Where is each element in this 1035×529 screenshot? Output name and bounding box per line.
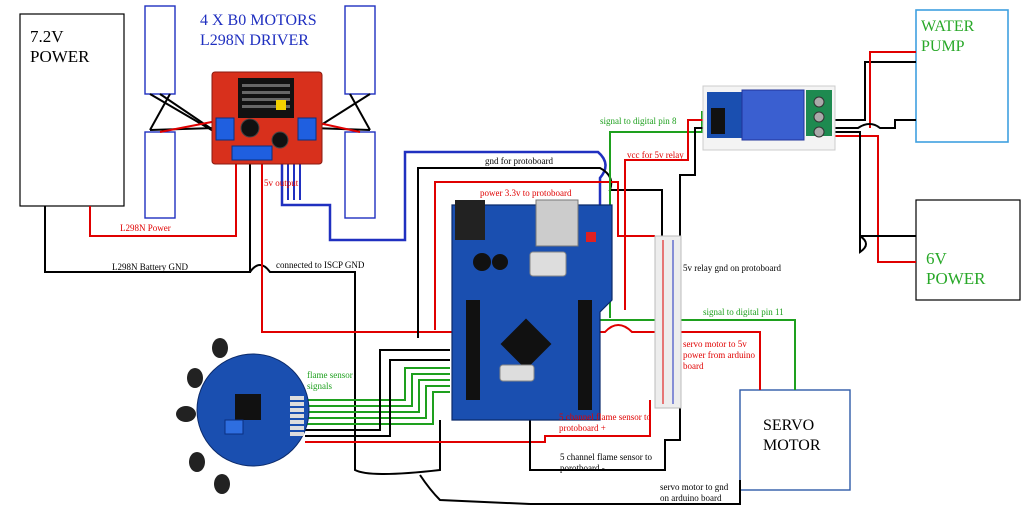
motor-top-left [144,5,176,95]
arduino-board [451,199,613,421]
power-6v-box [915,199,1021,301]
protoboard [654,235,682,409]
label-l298n-gnd: L298N Battery GND [112,262,188,272]
label-5v-output: 5v output [264,178,299,188]
power-7-2v-label-1: 7.2V [30,27,64,46]
flame-sensor-module [176,338,310,494]
label-signal-pin8: signal to digital pin 8 [600,116,677,126]
label-power-33: power 3.3v to protoboard [480,188,572,198]
label-servo-5v-1: servo motor to 5v [683,339,747,349]
motor-top-right [344,5,376,95]
wire-labels: L298N Power L298N Battery GND connected … [112,116,784,503]
label-flame-signals-1: flame sensor [307,370,353,380]
water-pump-box [915,9,1009,143]
wires [44,51,916,505]
label-flame-plus-2: protoboard + [559,423,606,433]
water-pump-label-2: PUMP [921,38,965,55]
label-vcc-relay: vcc for 5v relay [627,150,684,160]
label-flame-minus-2: porotboard - [560,463,605,473]
motor-bottom-left [144,131,176,219]
label-servo-5v-3: board [683,361,704,371]
motors-title-2: L298N DRIVER [200,32,309,49]
l298n-driver-module [211,71,323,165]
label-flame-plus-1: 5 channel flame sensor to [559,412,651,422]
label-flame-minus-1: 5 channel flame sensor to [560,452,652,462]
label-l298n-power: L298N Power [120,223,171,233]
power-7-2v-box [19,13,125,207]
label-gnd-protoboard: gnd for protoboard [485,156,553,166]
water-pump-label-1: WATER [921,18,975,35]
power-6v-label-2: POWER [926,269,986,288]
motors-title-1: 4 X B0 MOTORS [200,12,317,29]
servo-motor-label-1: SERVO [763,417,814,434]
servo-motor-label-2: MOTOR [763,437,821,454]
label-servo-gnd-2: on arduino board [660,493,722,503]
label-signal-pin11: signal to digital pin 11 [703,307,784,317]
label-servo-gnd-1: servo motor to gnd [660,482,729,492]
power-6v-label-1: 6V [926,249,948,268]
label-flame-signals-2: signals [307,381,332,391]
label-iscp-gnd: connected to ISCP GND [276,260,365,270]
label-servo-5v-2: power from arduino [683,350,755,360]
motor-bottom-right [344,131,376,219]
servo-motor-box [739,389,851,491]
label-relay-gnd: 5v relay gnd on protoboard [683,263,781,273]
relay-module [702,85,836,151]
power-7-2v-label-2: POWER [30,47,90,66]
